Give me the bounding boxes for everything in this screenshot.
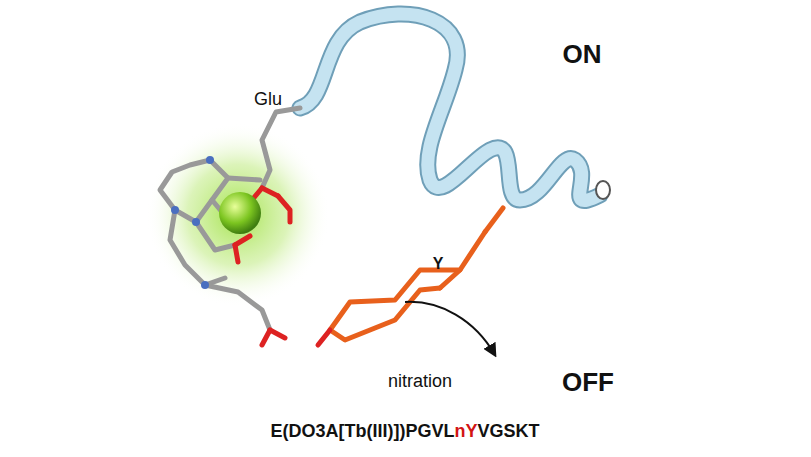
do3a-macrocycle [160, 156, 290, 345]
terbium-ion [219, 192, 261, 234]
nitration-arrow [405, 302, 495, 355]
state-label: ON [563, 40, 602, 69]
state-label: OFF [562, 368, 614, 397]
glu-side-chain [252, 108, 300, 200]
residue-label: Y [433, 255, 444, 273]
sequence-text: E(DO3A[Tb(III)])PGVL [270, 422, 454, 442]
peptide-ribbon [300, 14, 610, 232]
tyrosine-side-chain [318, 232, 485, 345]
luminescence-glow [146, 123, 330, 307]
sequence-text: nY [454, 422, 477, 442]
residue-label: Glu [254, 90, 282, 110]
reaction-label: nitration [388, 372, 452, 392]
sequence-text: VGSKT [477, 422, 539, 442]
